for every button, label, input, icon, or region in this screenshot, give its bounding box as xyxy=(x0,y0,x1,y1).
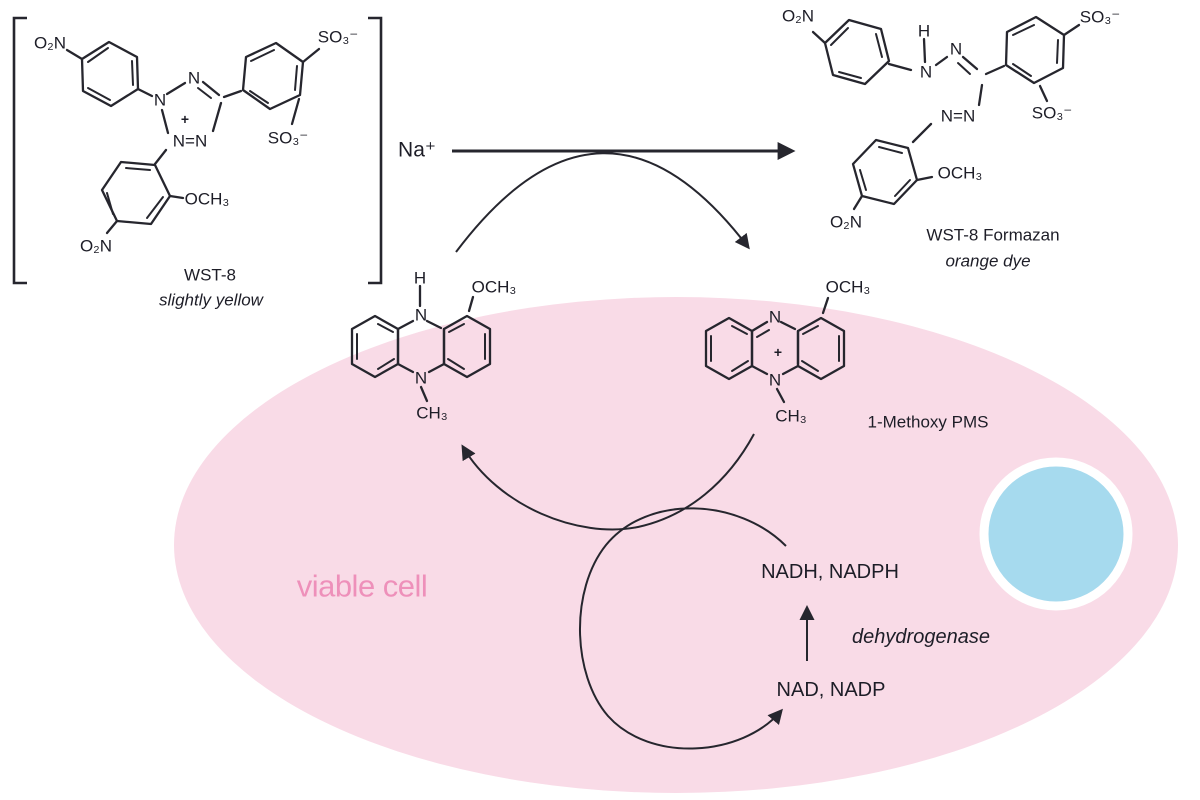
wst8-och3-label: OCH₃ xyxy=(184,189,230,209)
pms-reduced-nbot-label: N xyxy=(414,368,428,388)
pms-reduced-bonds xyxy=(350,284,492,403)
cell-nucleus xyxy=(979,457,1133,611)
pms-oxidized-nbot-label: N xyxy=(768,370,782,390)
pms-oxidized-och3-label: OCH₃ xyxy=(825,277,871,297)
pms-reduced-ntop-label: N xyxy=(414,305,428,325)
formazan-no2-top-label: O₂N xyxy=(781,6,815,26)
wst8-so3-top-label: SO₃⁻ xyxy=(317,27,359,47)
pms-name-label: 1-Methoxy PMS xyxy=(867,412,989,432)
formazan-nh-label: N xyxy=(919,62,933,82)
wst8-n-left-label: N xyxy=(153,90,167,110)
pms-reduced-och3-label: OCH₃ xyxy=(471,277,517,297)
pms-reduced-ch3-label: CH₃ xyxy=(416,403,448,423)
pms-oxidized-plus-charge: + xyxy=(773,344,783,360)
formazan-so3-top-label: SO₃⁻ xyxy=(1079,7,1121,27)
viable-cell-shape xyxy=(174,297,1178,793)
wst8-plus-charge: + xyxy=(180,111,190,127)
wst8-brackets xyxy=(12,16,383,285)
wst8-name: WST-8 xyxy=(184,265,236,285)
formazan-name: WST-8 Formazan xyxy=(926,225,1060,245)
formazan-h-label: H xyxy=(917,21,931,41)
nad-cycle-arrow xyxy=(579,507,787,750)
wst8-structure-bonds xyxy=(65,40,321,235)
formazan-och3-label: OCH₃ xyxy=(937,163,983,183)
formazan-color-note: orange dye xyxy=(945,251,1031,271)
pms-oxidized-ntop-label: N xyxy=(768,307,782,327)
pms-oxidized-ch3-label: CH₃ xyxy=(775,406,807,426)
pms-reduced-h-label: H xyxy=(413,268,427,288)
formazan-azo-label: N=N xyxy=(940,106,976,126)
sodium-ion-label: Na⁺ xyxy=(398,138,436,162)
wst8-so3-mid-label: SO₃⁻ xyxy=(267,128,309,148)
nadh-label: NADH, NADPH xyxy=(761,561,899,583)
formazan-no2-bottom-label: O₂N xyxy=(829,212,863,232)
wst8-azo-label: N=N xyxy=(172,131,208,151)
wst8-color-note: slightly yellow xyxy=(159,290,263,310)
wst8-no2-bottom-label: O₂N xyxy=(79,236,113,256)
formazan-n2-label: N xyxy=(949,39,963,59)
formazan-structure-bonds xyxy=(811,15,1081,211)
nad-label: NAD, NADP xyxy=(776,679,886,701)
dehydrogenase-label: dehydrogenase xyxy=(852,626,990,648)
wst8-n-top-label: N xyxy=(187,68,201,88)
formazan-so3-mid-label: SO₃⁻ xyxy=(1031,103,1073,123)
pms-oxidized-bonds xyxy=(704,296,846,404)
pms-upper-cycle-arrow xyxy=(455,152,750,253)
wst8-no2-top-label: O₂N xyxy=(33,33,67,53)
viable-cell-label: viable cell xyxy=(296,568,428,604)
pms-lower-cycle-arrow xyxy=(461,433,755,531)
